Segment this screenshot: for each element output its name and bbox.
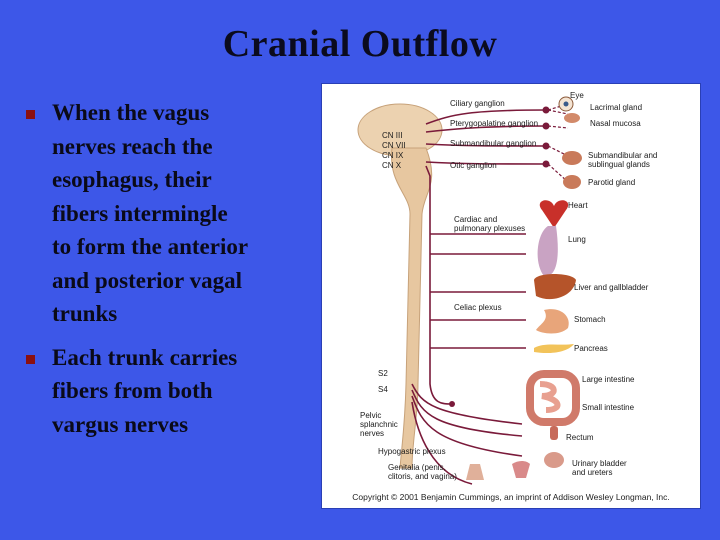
small-intestine-label: Small intestine [582, 403, 635, 412]
pelvic-splanchnic-line-3: nerves [360, 429, 384, 438]
hypogastric-plexus-label: Hypogastric plexus [378, 447, 446, 456]
slide-title: Cranial Outflow [222, 23, 498, 65]
bladder-line-2: and ureters [572, 468, 612, 477]
bladder-label: Urinary bladder and ureters [572, 459, 629, 477]
lacrimal-organ [564, 113, 580, 123]
eye-label: Eye [570, 91, 584, 100]
rectum-organ [550, 426, 558, 440]
otic-ganglion-label: Otic ganglion [450, 161, 497, 170]
genitalia-line-2: clitoris, and vagina) [388, 472, 457, 481]
eye-pupil [563, 101, 569, 107]
submandibular-glands-label: Submandibular and sublingual glands [588, 151, 660, 169]
diagram-svg: CN III CN VII CN IX CN X Ciliary ganglio… [357, 91, 660, 485]
nerve-fibers [411, 109, 547, 485]
heart-organ [539, 200, 569, 228]
pelvic-splanchnic-line-2: splanchnic [360, 420, 398, 429]
bullet-item: Each trunk carries fibers from both varg… [22, 341, 312, 442]
cardiac-plexus-line-2: pulmonary plexuses [454, 224, 525, 233]
heart-label: Heart [568, 201, 588, 210]
bladder-organ [544, 452, 564, 468]
genitalia-organ-2 [512, 461, 530, 478]
submandibular-glands-line-2: sublingual glands [588, 160, 650, 169]
pelvic-splanchnic-label: Pelvic splanchnic nerves [360, 411, 400, 438]
pancreas-organ [534, 344, 574, 354]
lacrimal-label: Lacrimal gland [590, 103, 642, 112]
liver-organ [534, 274, 576, 300]
cn3-label: CN III [382, 131, 402, 140]
s4-label: S4 [378, 385, 388, 394]
ciliary-ganglion-label: Ciliary ganglion [450, 99, 505, 108]
lung-label: Lung [568, 235, 586, 244]
stomach-organ [536, 309, 569, 334]
bullet-text: Each trunk carries fibers from both varg… [52, 344, 238, 437]
submandibular-ganglion-label: Submandibular ganglion [450, 139, 536, 148]
bullet-text: When the vagus nerves reach the esophagu… [52, 100, 249, 326]
submandibular-organ [562, 151, 582, 165]
rectum-label: Rectum [566, 433, 594, 442]
cardiac-plexus-label: Cardiac and pulmonary plexuses [454, 215, 525, 233]
large-intestine-organ [526, 370, 580, 426]
cardiac-plexus-line-1: Cardiac and [454, 215, 497, 224]
parasympathetic-diagram: CN III CN VII CN IX CN X Ciliary ganglio… [322, 84, 700, 508]
bladder-line-1: Urinary bladder [572, 459, 627, 468]
copyright-notice: Copyright © 2001 Benjamin Cummings, an i… [352, 492, 670, 502]
nasal-label: Nasal mucosa [590, 119, 641, 128]
bullet-marker-icon [26, 110, 35, 119]
submandibular-glands-line-1: Submandibular and [588, 151, 657, 160]
pelvic-splanchnic-line-1: Pelvic [360, 411, 381, 420]
genitalia-organ [466, 464, 484, 480]
bullet-marker-icon [26, 354, 35, 364]
bullet-list: When the vagus nerves reach the esophagu… [22, 96, 312, 451]
celiac-plexus-label: Celiac plexus [454, 303, 502, 312]
genitalia-line-1: Genitalia (penis, [388, 463, 446, 472]
ganglia [449, 106, 550, 407]
pterygopalatine-ganglion-label: Pterygopalatine ganglion [450, 119, 538, 128]
s2-label: S2 [378, 369, 388, 378]
spinal-cord-shape [391, 147, 433, 469]
lung-organ [537, 226, 558, 277]
parotid-label: Parotid gland [588, 178, 635, 187]
bullet-item: When the vagus nerves reach the esophagu… [22, 96, 312, 331]
stomach-label: Stomach [574, 315, 606, 324]
cn9-label: CN IX [382, 151, 404, 160]
liver-label: Liver and gallbladder [574, 283, 649, 292]
cn10-label: CN X [382, 161, 402, 170]
small-intestine-organ [539, 381, 561, 413]
cn7-label: CN VII [382, 141, 406, 150]
pancreas-label: Pancreas [574, 344, 608, 353]
parotid-organ [563, 175, 581, 189]
genitalia-label: Genitalia (penis, clitoris, and vagina) [388, 463, 457, 481]
large-intestine-label: Large intestine [582, 375, 635, 384]
